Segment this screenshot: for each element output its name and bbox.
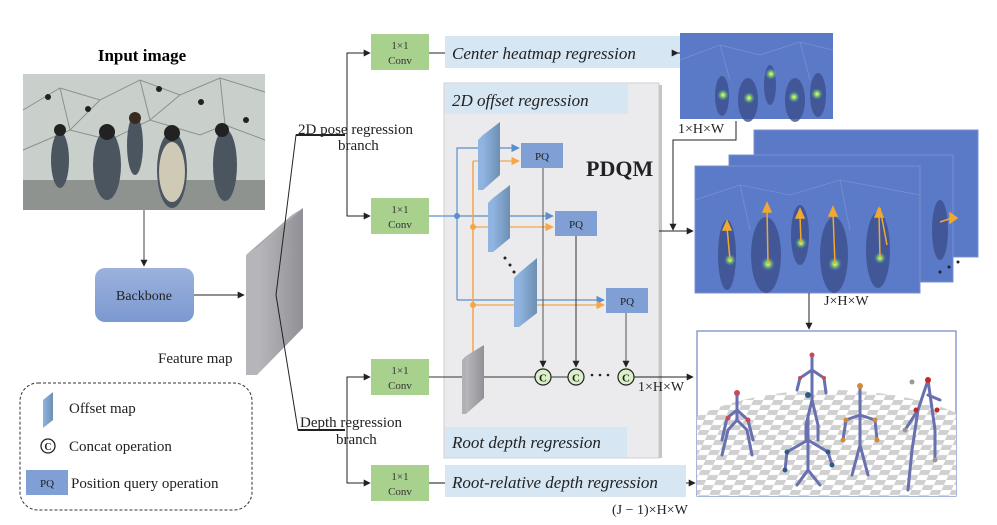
svg-text:PQ: PQ xyxy=(569,219,583,231)
svg-text:Conv: Conv xyxy=(388,486,412,498)
conv-block-center: 1×1 Conv xyxy=(371,34,429,70)
input-image xyxy=(22,74,266,210)
legend-concat-icon: C xyxy=(40,438,56,454)
pdqm-label: PDQM xyxy=(586,156,653,181)
svg-text:Conv: Conv xyxy=(388,219,412,231)
root-dim-label: 1×H×W xyxy=(638,380,685,395)
root-depth-feature xyxy=(462,345,484,414)
root-relative-box xyxy=(445,465,686,497)
3d-pose-output xyxy=(696,330,957,497)
input-image-title: Input image xyxy=(98,46,187,65)
center-heatmap-box xyxy=(445,36,681,68)
feature-map xyxy=(246,208,303,375)
legend-box xyxy=(19,382,253,511)
offset-map-2 xyxy=(488,185,510,252)
concat-node-1: C xyxy=(534,368,552,386)
depth-branch-suffix: branch xyxy=(336,432,377,448)
svg-text:C: C xyxy=(44,442,51,453)
center-heatmap-image xyxy=(679,33,834,122)
depth-branch-label: Depth regression xyxy=(300,415,403,431)
concat-node-3: C xyxy=(617,368,635,386)
backbone-label: Backbone xyxy=(116,289,172,304)
legend-offset-map-label: Offset map xyxy=(69,401,136,417)
pose-branch-suffix: branch xyxy=(338,138,379,154)
svg-text:1×1: 1×1 xyxy=(391,365,408,377)
legend-offset-map-icon xyxy=(43,392,53,428)
offset-image-stack xyxy=(694,129,979,294)
backbone-block xyxy=(95,268,194,322)
conv-block-root-relative: 1×1 Conv xyxy=(371,465,429,501)
svg-text:PQ: PQ xyxy=(620,296,634,308)
root-depth-label: Root depth regression xyxy=(451,433,601,452)
svg-text:Conv: Conv xyxy=(388,55,412,67)
concat-node-2: C xyxy=(567,368,585,386)
center-dim-label: 1×H×W xyxy=(678,122,725,137)
root-depth-box xyxy=(445,427,627,457)
feature-map-label: Feature map xyxy=(158,351,233,367)
center-heatmap-label: Center heatmap regression xyxy=(452,44,636,63)
offset-dim-label: J×H×W xyxy=(824,294,869,309)
svg-text:C: C xyxy=(572,373,580,385)
svg-text:PQ: PQ xyxy=(535,151,549,163)
offset-map-1 xyxy=(478,122,500,190)
conv-block-offset: 1×1 Conv xyxy=(371,198,429,234)
conv-block-root-depth: 1×1 Conv xyxy=(371,359,429,395)
svg-text:Conv: Conv xyxy=(388,380,412,392)
offset-regression-label: 2D offset regression xyxy=(452,91,589,110)
pose-branch-label: 2D pose regression xyxy=(298,122,413,138)
root-relative-label: Root-relative depth regression xyxy=(451,473,658,492)
pq-box-1: PQ xyxy=(521,143,563,168)
svg-text:1×1: 1×1 xyxy=(391,471,408,483)
svg-text:C: C xyxy=(622,373,630,385)
legend-concat-label: Concat operation xyxy=(69,439,172,455)
pq-box-3: PQ xyxy=(606,288,648,313)
legend-pq-icon: PQ xyxy=(26,470,68,495)
legend-pq-label: Position query operation xyxy=(71,476,219,492)
offset-regression-box xyxy=(445,84,628,114)
pq-box-2: PQ xyxy=(555,211,597,236)
svg-text:1×1: 1×1 xyxy=(391,40,408,52)
relative-dim-label: (J − 1)×H×W xyxy=(612,503,689,518)
svg-text:C: C xyxy=(539,373,547,385)
svg-text:1×1: 1×1 xyxy=(391,204,408,216)
offset-map-3 xyxy=(514,258,537,327)
svg-text:PQ: PQ xyxy=(40,478,54,490)
